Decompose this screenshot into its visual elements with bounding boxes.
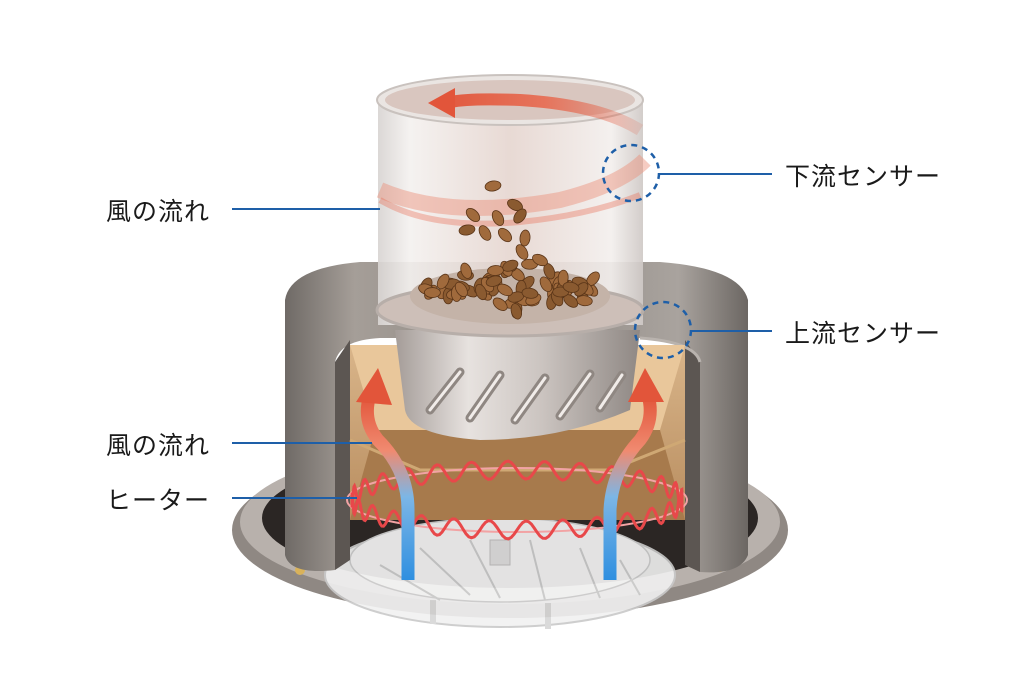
upstream-sensor-leader: [692, 330, 772, 332]
coffee-bean: [484, 180, 502, 192]
coffee-bean: [465, 207, 481, 223]
coffee-bean: [478, 225, 492, 241]
upstream-sensor-marker: [633, 300, 693, 360]
coffee-bean: [557, 269, 569, 287]
coffee-bean: [475, 284, 488, 301]
coffee-bean: [539, 276, 553, 293]
coffee-bean: [458, 224, 476, 236]
coffee-bean: [515, 244, 529, 260]
coffee-bean: [497, 283, 513, 297]
coffee-bean: [502, 259, 519, 272]
coffee-bean: [521, 287, 539, 299]
coffee-bean: [485, 275, 503, 287]
vented-cone: [395, 330, 640, 440]
upward-airflow-arrows: [356, 368, 664, 580]
coffee-bean: [519, 229, 531, 247]
coffee-bean: [454, 281, 468, 298]
heater-label: ヒーター: [106, 486, 211, 515]
airflow-bottom-label: 風の流れ: [106, 431, 211, 460]
coffee-bean: [562, 281, 580, 293]
heater-coil: [346, 459, 688, 541]
coffee-bean: [436, 273, 450, 290]
airflow-top-label: 風の流れ: [106, 197, 211, 226]
coffee-bean: [507, 198, 523, 212]
coffee-bean: [423, 287, 441, 298]
coffee-bean: [492, 297, 508, 311]
upstream-sensor-label: 上流センサー: [785, 319, 942, 348]
downstream-sensor-marker: [601, 143, 661, 203]
coffee-bean: [510, 303, 523, 320]
coffee-bean: [532, 253, 548, 267]
coffee-bean: [497, 227, 513, 243]
heater-leader: [232, 497, 357, 499]
coffee-beans: [418, 180, 600, 320]
downstream-sensor-leader: [660, 173, 772, 175]
coffee-bean: [491, 210, 505, 226]
airflow-top-leader: [232, 208, 380, 210]
downstream-sensor-label: 下流センサー: [785, 162, 942, 191]
coffee-bean: [513, 208, 527, 224]
coffee-bean: [460, 262, 473, 279]
airflow-bottom-leader: [232, 442, 372, 444]
